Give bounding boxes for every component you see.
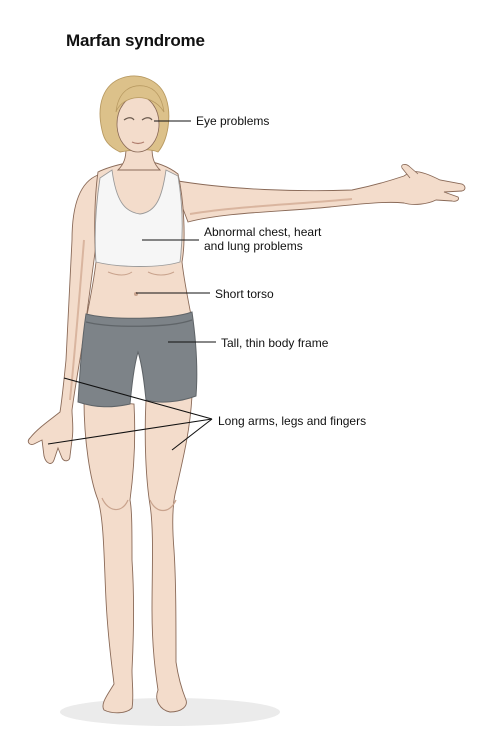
arm-leader-line xyxy=(63,377,213,420)
eyes xyxy=(123,117,153,121)
leader-lines xyxy=(47,120,216,451)
right-leg xyxy=(144,395,193,713)
label-eye-problems: Eye problems xyxy=(196,114,270,128)
label-tall-thin-frame: Tall, thin body frame xyxy=(221,336,329,350)
label-long-limbs: Long arms, legs and fingers xyxy=(218,414,367,428)
outstretched-arm xyxy=(171,171,466,223)
neck xyxy=(116,147,162,171)
label-chest-line-2: and lung problems xyxy=(204,239,303,253)
diagram-title: Marfan syndrome xyxy=(66,31,205,50)
leg-leader-line xyxy=(171,418,213,451)
hair-front xyxy=(115,85,165,113)
sports-top xyxy=(94,169,183,267)
shorts xyxy=(77,311,198,408)
shorts-waistband xyxy=(85,319,193,327)
mouth xyxy=(131,141,145,145)
label-chest-line-1: Abnormal chest, heart xyxy=(204,225,322,239)
label-chest-heart-lung: Abnormal chest, heart and lung problems xyxy=(204,225,321,253)
right-knee xyxy=(149,499,177,512)
hanging-arm xyxy=(27,174,99,464)
left-knee xyxy=(101,497,129,511)
hand-fingers xyxy=(401,164,419,179)
label-short-torso: Short torso xyxy=(215,287,274,301)
left-leg xyxy=(83,399,136,714)
hand-leader-line xyxy=(47,418,213,445)
rib-lines xyxy=(107,271,175,276)
outstretched-arm-shadow xyxy=(189,198,353,215)
